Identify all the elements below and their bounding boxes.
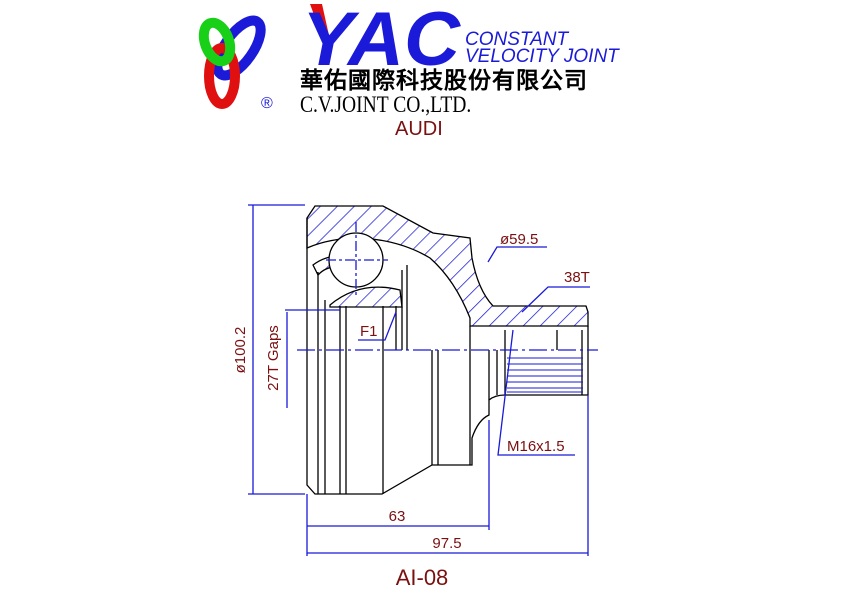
part-number: AI-08	[396, 565, 449, 590]
outer-spline-label: 38T	[564, 269, 590, 286]
outer-diameter-label: ø100.2	[232, 327, 249, 374]
logo-green-ring	[198, 17, 236, 67]
company-name-english: C.V.JOINT CO.,LTD.	[300, 92, 472, 117]
dimension-labels: ø100.2 27T Gaps ø59.5 38T F1 M16x1.5 63 …	[232, 231, 590, 590]
tagline-line1: CONSTANT	[465, 29, 569, 50]
company-logo: ®	[198, 15, 273, 112]
brand-logo-text: YAC	[302, 2, 461, 70]
bell-diameter-label: ø59.5	[500, 231, 538, 248]
registered-mark: ®	[261, 95, 273, 112]
length-63-label: 63	[389, 508, 406, 525]
yac-wordmark: YAC	[302, 2, 461, 70]
abs-ring-label: 27T Gaps	[265, 325, 282, 391]
tagline-line2: VELOCITY JOINT	[465, 46, 619, 67]
dimension-lines	[248, 204, 598, 556]
vehicle-make: AUDI	[395, 118, 443, 140]
company-name-chinese: 華佑國際科技股份有限公司	[300, 68, 588, 94]
thread-label: M16x1.5	[507, 438, 565, 455]
logo-red-ring	[204, 43, 240, 109]
overall-length-label: 97.5	[432, 535, 461, 552]
seal-label: F1	[360, 323, 378, 340]
wordmark-red-stripe	[310, 4, 330, 42]
spline-teeth	[507, 357, 583, 393]
